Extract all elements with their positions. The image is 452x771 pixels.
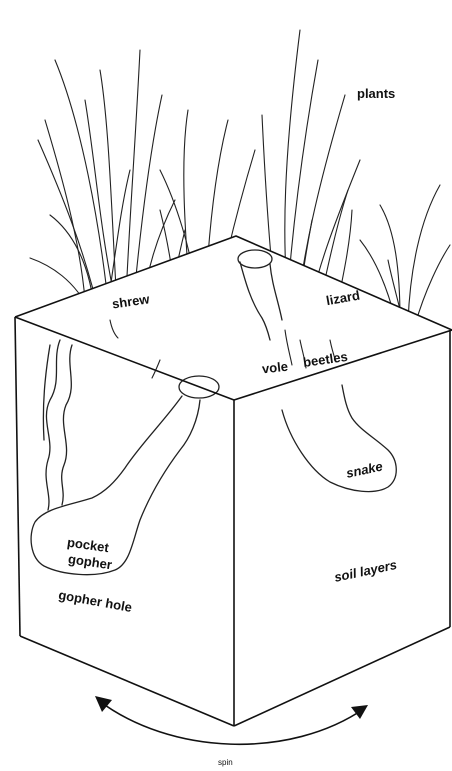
label-vole: vole (261, 359, 288, 377)
label-spin: spin (218, 758, 233, 767)
soil-cube (15, 236, 452, 726)
spin-arrowhead-right (351, 705, 368, 719)
spin-arrowhead-left (95, 696, 112, 712)
label-plants: plants (357, 86, 395, 101)
